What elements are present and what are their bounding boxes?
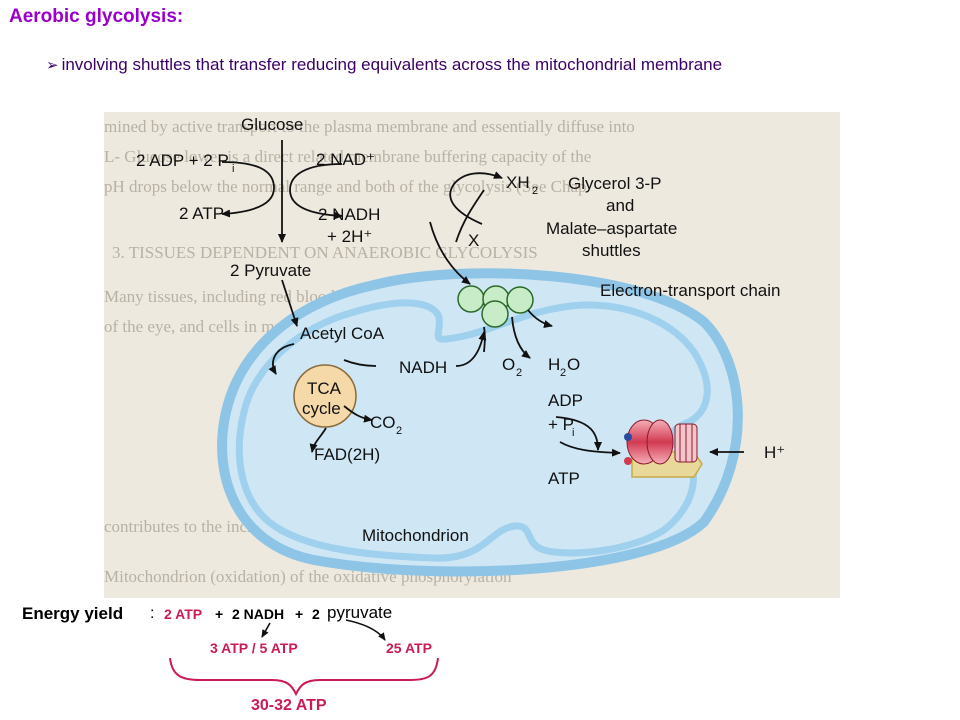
etc-complex — [457, 285, 485, 313]
h2o-subscript: 2 — [560, 367, 566, 379]
shuttle-line-2: and — [606, 196, 634, 215]
hydrogen-label: + 2H⁺ — [327, 227, 372, 246]
energy-yield-colon: : — [150, 605, 155, 622]
nadh-label: 2 NADH — [318, 205, 380, 224]
nadh-conversion-arrow — [261, 622, 271, 638]
mitochondrion-outer-membrane — [217, 268, 743, 577]
adp-pi-subscript: i — [232, 163, 234, 175]
pi-subscript: i — [572, 427, 574, 439]
yield-total: 30-32 ATP — [251, 697, 327, 714]
yield-annotations — [169, 619, 439, 697]
bullet-point: ➢ involving shuttles that transfer reduc… — [46, 55, 722, 75]
yield-term-atp: 2 ATP — [164, 606, 203, 622]
fad-label: FAD(2H) — [314, 445, 380, 464]
o2-subscript: 2 — [516, 367, 522, 379]
adp-label: ADP — [548, 391, 583, 410]
yield-term-nadh: 2 NADH — [232, 606, 285, 622]
h2o-label: H — [548, 355, 560, 374]
tca-label: TCA — [307, 379, 342, 398]
etc-label: Electron-transport chain — [600, 281, 780, 300]
pi-label: + P — [548, 415, 574, 434]
glucose-label: Glucose — [241, 115, 303, 134]
nadh-mito-label: NADH — [399, 358, 447, 377]
tca-cycle-label: cycle — [302, 399, 341, 418]
arrow-bullet-icon: ➢ — [46, 57, 59, 74]
bg-line: mined by active transport to the plasma … — [104, 117, 635, 136]
diagram-svg: mined by active transport to the plasma … — [104, 115, 785, 586]
acetyl-coa-label: Acetyl CoA — [300, 324, 385, 343]
yield-plus-1: + — [215, 606, 224, 622]
mitochondrion-label: Mitochondrion — [362, 526, 469, 545]
etc-complex — [506, 286, 534, 314]
xh2-subscript: 2 — [532, 185, 538, 197]
atp-mito-label: ATP — [548, 469, 580, 488]
yield-term-pyruvate: pyruvate — [327, 603, 393, 622]
electron-transport-chain — [457, 285, 534, 328]
nad-label: 2 NAD⁺ — [316, 150, 375, 169]
pyruvate-conversion-arrow — [345, 619, 386, 641]
glycolysis-diagram: mined by active transport to the plasma … — [104, 112, 840, 598]
xh2-label: XH — [506, 173, 530, 192]
co2-subscript: 2 — [396, 425, 402, 437]
bg-line: pH drops below the normal range and both… — [104, 177, 587, 196]
bg-line: 3. TISSUES DEPENDENT ON ANAEROBIC GLYCOL… — [112, 243, 538, 262]
o2-label: O — [502, 355, 515, 374]
yield-term-2: 2 — [312, 606, 320, 622]
h2o-end: O — [567, 355, 580, 374]
adp-pi-label: 2 ADP + 2 P — [136, 151, 229, 170]
pyruvate-label: 2 Pyruvate — [230, 261, 311, 280]
co2-label: CO — [370, 413, 396, 432]
atp-label: 2 ATP — [179, 204, 224, 223]
yield-sub-pyruvate: 25 ATP — [386, 640, 432, 656]
proton-label: H⁺ — [764, 443, 785, 462]
atp-synthase — [624, 419, 703, 478]
bullet-text: involving shuttles that transfer reducin… — [61, 55, 723, 74]
x-label: X — [468, 231, 479, 250]
shuttle-line-1: Glycerol 3-P — [568, 174, 662, 193]
shuttle-line-4: shuttles — [582, 241, 641, 260]
diagram-arrows — [221, 140, 744, 457]
yield-plus-2: + — [295, 606, 304, 622]
energy-yield-label: Energy yield — [22, 604, 124, 623]
yield-sub-nadh: 3 ATP / 5 ATP — [210, 640, 298, 656]
tca-cycle-circle — [293, 364, 357, 428]
slide-title: Aerobic glycolysis: — [9, 6, 184, 27]
shuttle-line-3: Malate–aspartate — [546, 219, 677, 238]
total-brace — [169, 657, 439, 697]
etc-complex — [481, 300, 509, 328]
